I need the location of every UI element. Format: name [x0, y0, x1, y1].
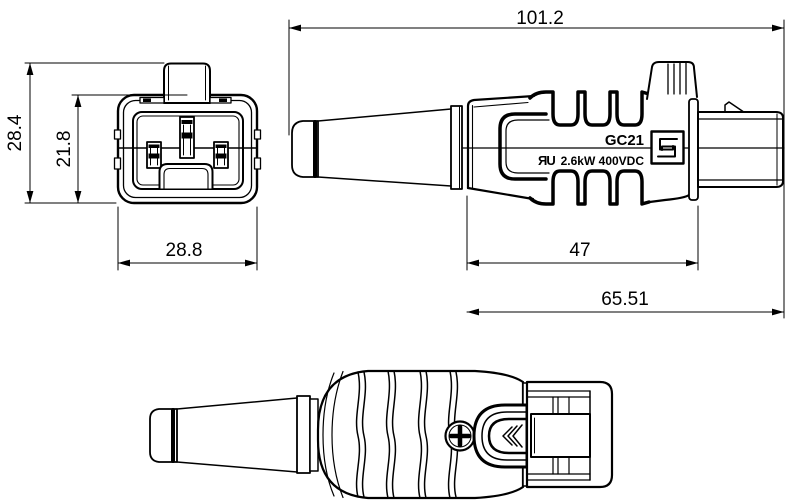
arrowhead — [118, 259, 130, 267]
screw-icon — [444, 420, 476, 452]
front-housing-block — [530, 413, 591, 458]
arrowhead — [245, 259, 257, 267]
side-notch — [253, 157, 262, 170]
arrowhead — [74, 191, 82, 203]
contact-pin-right — [213, 141, 229, 169]
side-length-dimension-label: 101.2 — [516, 8, 564, 29]
pin-bar — [215, 144, 227, 148]
front-inner-height-dimension-label: 21.8 — [54, 131, 75, 168]
grip-bracket-inner — [505, 119, 550, 174]
pin-line — [150, 147, 158, 166]
schurter-logo — [650, 130, 685, 165]
mating-face-lines — [697, 118, 784, 181]
keying-bump-inner — [163, 167, 209, 190]
pin-slot-lines — [552, 396, 570, 475]
side-housing-dimension-label: 65.51 — [601, 289, 649, 310]
loop-inner — [487, 417, 529, 455]
arrowhead — [772, 24, 784, 32]
arrowhead — [467, 259, 479, 267]
side-grip-dimension-label: 47 — [569, 240, 590, 261]
ul-recognized-icon: ЯU — [538, 153, 555, 168]
boot-collar — [296, 395, 311, 474]
loop-outer — [472, 403, 529, 469]
side-arrowheads — [289, 24, 784, 316]
pin-bar — [148, 144, 160, 148]
rating-marking-label: 2.6kW 400VDC — [561, 154, 645, 168]
rim-slot — [219, 98, 227, 102]
body-left-line — [322, 370, 344, 499]
front-arrowheads — [26, 63, 257, 267]
boot-neck — [309, 398, 319, 472]
front-view — [24, 62, 262, 271]
grip-band-top — [528, 90, 651, 127]
keying-bump — [158, 163, 214, 190]
front-width-dimension-label: 28.8 — [166, 240, 203, 261]
grip-bracket — [498, 112, 548, 181]
loop-mid — [481, 411, 528, 461]
grip-ridge — [391, 370, 397, 499]
loop-hatch — [502, 424, 523, 448]
grip-ridge — [355, 371, 361, 498]
housing-edge-line — [471, 101, 529, 189]
logo-s-maze — [657, 138, 678, 158]
arrowhead — [772, 308, 784, 316]
latch-hook — [724, 101, 744, 113]
front-height-dimension-label: 28.4 — [5, 114, 26, 151]
grip-band-bottom — [528, 169, 651, 206]
housing-bottom-right — [640, 193, 691, 205]
arrowhead — [686, 259, 698, 267]
front-face-outline — [132, 111, 244, 190]
arrowhead — [467, 308, 479, 316]
latch-lever — [646, 61, 698, 100]
latch-lever-ribs — [667, 62, 687, 95]
side-dimension-lines — [288, 19, 785, 319]
arrowhead — [289, 24, 301, 32]
pin-bar — [181, 132, 193, 139]
arrowhead — [26, 63, 34, 75]
side-notch — [253, 129, 262, 140]
mating-face-outline — [697, 111, 784, 188]
pin-bar — [148, 153, 160, 159]
pin-bar — [215, 153, 227, 159]
model-marking-label: GC21 — [605, 132, 644, 149]
rim-step — [139, 96, 165, 104]
contact-pin-left — [146, 141, 162, 169]
rim-slot — [143, 98, 151, 102]
front-dimension-lines — [24, 62, 258, 271]
side-notch — [113, 129, 122, 140]
contact-pin-center — [179, 116, 195, 159]
pin-line — [217, 147, 225, 166]
latch-loop — [472, 403, 529, 469]
body-outline — [316, 369, 525, 500]
boot-taper — [176, 397, 298, 473]
side-view — [288, 19, 785, 319]
grip-ridges — [355, 370, 459, 499]
grip-ridge — [417, 370, 423, 499]
end-ring — [688, 98, 699, 201]
pin-line — [183, 124, 191, 156]
grip-ridge — [385, 370, 391, 499]
arrowhead — [74, 95, 82, 107]
arrowhead — [26, 191, 34, 203]
grip-ridge — [361, 371, 367, 498]
pin-bar — [181, 120, 193, 124]
boot-taper — [317, 108, 452, 187]
side-notch — [113, 157, 122, 170]
boot-collar — [450, 105, 463, 190]
grip-ridge — [423, 370, 429, 499]
boot-cap — [149, 408, 178, 463]
phillips-cross — [448, 424, 472, 448]
latch-tab — [163, 62, 211, 104]
front-housing — [525, 380, 614, 489]
perspective-view — [149, 369, 614, 500]
housing-outline — [466, 94, 536, 190]
boot-cap — [291, 120, 319, 178]
housing-bottom — [466, 186, 535, 201]
